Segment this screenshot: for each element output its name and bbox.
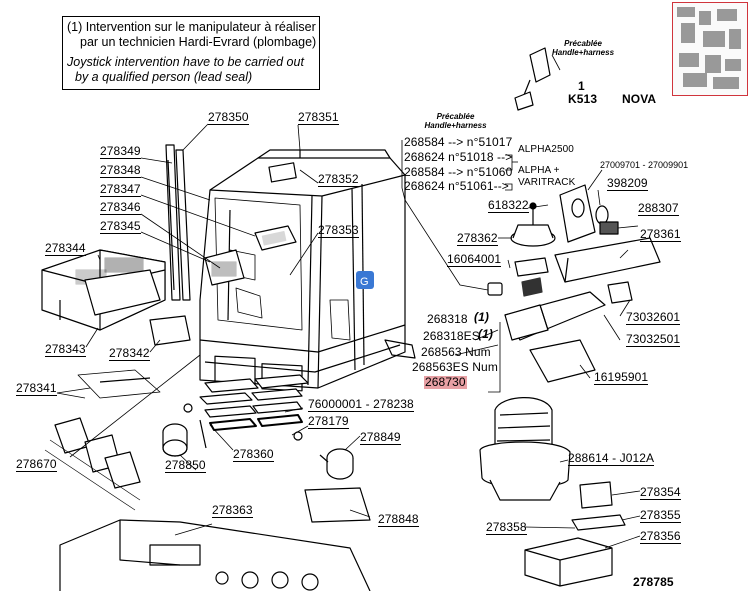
part-278350[interactable]: 278350	[208, 110, 249, 125]
note-box	[62, 16, 320, 90]
tray-278354	[579, 481, 613, 509]
model-name: NOVA	[622, 92, 657, 106]
armrest-278361	[554, 237, 661, 283]
seat-288614	[479, 397, 571, 501]
harness-row-4: 268624 n°51061-->	[404, 179, 509, 193]
part-278349[interactable]: 278349	[100, 144, 141, 159]
part-278352[interactable]: 278352	[318, 172, 359, 187]
plate-73032601	[607, 281, 633, 304]
item-number: 1	[578, 79, 585, 93]
part-278342[interactable]: 278342	[109, 346, 150, 361]
part-398209[interactable]: 398209	[607, 176, 648, 191]
precable-fr: Précablée	[436, 112, 475, 121]
switch-16064001	[487, 257, 549, 297]
leader-lines	[56, 54, 641, 549]
part-27009701-27009901[interactable]: 27009701 - 27009901	[600, 160, 689, 170]
cover-16195901	[529, 339, 596, 383]
joystick-ref-1-note: (1)	[474, 310, 489, 324]
part-278354[interactable]: 278354	[640, 485, 681, 500]
harness-row-3: 268584 --> n°51060	[404, 165, 513, 179]
note-fr-line-2: par un technicien Hardi-Evrard (plombage…	[80, 35, 317, 49]
part-278348[interactable]: 278348	[100, 163, 141, 178]
joystick-assembly	[514, 47, 551, 111]
part-278341[interactable]: 278341	[16, 381, 57, 396]
part-76000001-278238[interactable]: 76000001 - 278238	[308, 397, 414, 412]
joystick-ref-2: 268318ES	[423, 329, 480, 343]
part-16195901[interactable]: 16195901	[594, 370, 649, 385]
part-278343[interactable]: 278343	[45, 342, 86, 357]
part-278351[interactable]: 278351	[298, 110, 339, 125]
joystick-ref-5-highlighted[interactable]: 268730	[424, 375, 467, 389]
part-278850[interactable]: 278850	[165, 458, 206, 473]
part-278849[interactable]: 278849	[360, 430, 401, 445]
cursor-overlay-icon: G	[356, 271, 374, 289]
part-278179[interactable]: 278179	[308, 414, 349, 429]
knob-278850	[162, 423, 188, 457]
harness-group-1: ALPHA2500	[518, 144, 574, 155]
part-278353[interactable]: 278353	[318, 223, 359, 238]
floor-mats	[199, 374, 309, 449]
knob-278849	[319, 448, 354, 480]
joystick-base-278362	[510, 202, 556, 247]
part-278347[interactable]: 278347	[100, 182, 141, 197]
harness-group-2a: ALPHA +	[518, 165, 560, 176]
part-278358[interactable]: 278358	[486, 520, 527, 535]
left-console	[41, 249, 166, 331]
joystick-ref-1: 268318	[427, 312, 468, 326]
note-fr-line-1: (1) Intervention sur le manipulateur à r…	[67, 20, 316, 34]
part-278848[interactable]: 278848	[378, 512, 419, 527]
part-73032501[interactable]: 73032501	[626, 332, 681, 347]
lower-console-278363	[59, 519, 371, 591]
note-en-line-2: by a qualified person (lead seal)	[75, 70, 253, 84]
precable-fr-top: Précablée	[564, 39, 602, 48]
part-288307[interactable]: 288307	[638, 201, 679, 216]
part-278356[interactable]: 278356	[640, 529, 681, 544]
svg-text:G: G	[360, 276, 369, 288]
plate-278355	[571, 514, 626, 531]
part-278355[interactable]: 278355	[640, 508, 681, 523]
harness-row-1: 268584 --> n°51017	[404, 135, 513, 149]
model-code: K513	[568, 92, 598, 106]
part-288614-j012a[interactable]: 288614 - J012A	[568, 451, 655, 466]
part-278361[interactable]: 278361	[640, 227, 681, 242]
joystick-housings	[44, 417, 141, 511]
part-73032601[interactable]: 73032601	[626, 310, 681, 325]
thumbnail-preview-icon	[677, 7, 741, 89]
harness-group-2b: VARITRACK	[518, 177, 576, 188]
part-278670[interactable]: 278670	[16, 457, 57, 472]
part-16064001[interactable]: 16064001	[447, 252, 502, 267]
block-288307	[599, 221, 619, 235]
joystick-ref-4: 268563ES Num	[412, 360, 498, 374]
part-278785[interactable]: 278785	[633, 575, 674, 589]
part-278346[interactable]: 278346	[100, 200, 141, 215]
rail-73032501	[504, 291, 606, 341]
part-278363[interactable]: 278363	[212, 503, 253, 518]
window-panels	[204, 225, 297, 286]
precable-en: Handle+harness	[424, 121, 487, 130]
part-278360[interactable]: 278360	[233, 447, 274, 462]
plate-278848	[304, 487, 371, 523]
screws	[183, 403, 303, 441]
floor-plates	[77, 315, 191, 399]
part-278344[interactable]: 278344	[45, 241, 86, 256]
part-618322[interactable]: 618322	[488, 198, 529, 213]
bracket-398209	[559, 184, 609, 243]
joystick-ref-3: 268563 Num	[421, 345, 491, 359]
precable-en-top: Handle+harness	[551, 48, 615, 57]
part-278345[interactable]: 278345	[100, 219, 141, 234]
harness-row-2: 268624 n°51018 -->	[404, 150, 513, 164]
note-en-line-1: Joystick intervention have to be carried…	[67, 55, 304, 69]
joystick-ref-2-note: (1)	[478, 327, 493, 341]
page-thumbnail[interactable]	[672, 2, 748, 96]
roof-pillars	[165, 144, 191, 301]
box-278356	[524, 537, 613, 587]
part-278362[interactable]: 278362	[457, 231, 498, 246]
